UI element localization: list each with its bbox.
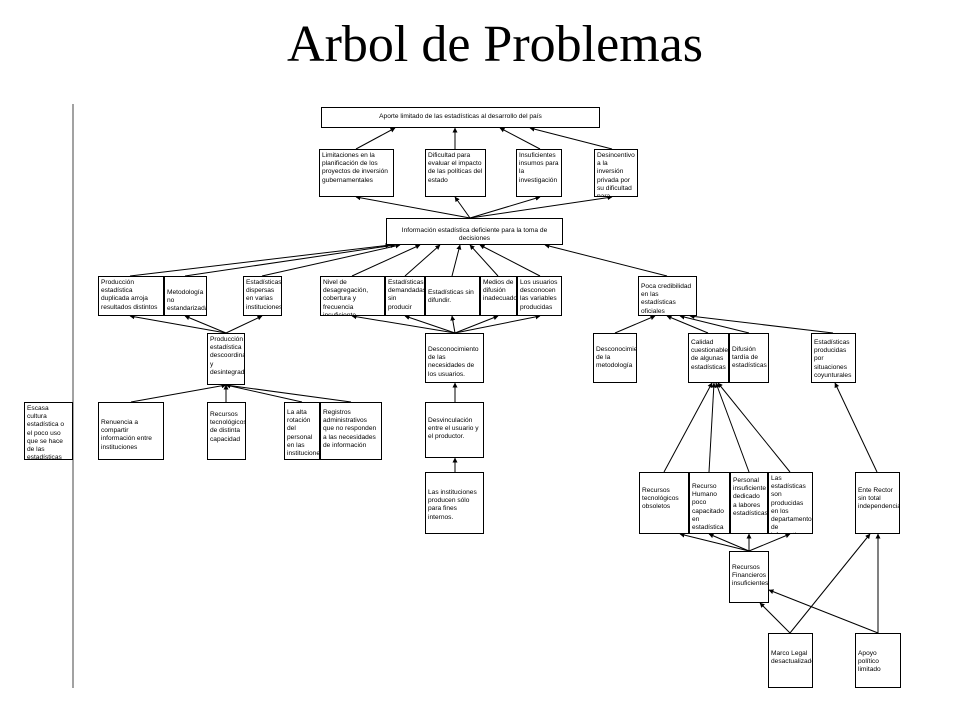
node-cause-1: Producción estadística duplicada arroja … <box>98 276 164 316</box>
connector-arrow <box>130 383 227 403</box>
node-cause-5: Estadísticas demandadas sin producir <box>385 276 425 316</box>
connector-arrow <box>789 533 871 634</box>
connector-arrow <box>759 602 791 634</box>
connector-arrow <box>768 589 879 634</box>
connector-arrow <box>529 126 613 150</box>
connector-arrow <box>717 382 791 473</box>
connector-arrow <box>469 195 613 219</box>
connector-arrow <box>129 314 227 334</box>
node-subcause-6: Estadísticas producidas por situaciones … <box>811 333 856 383</box>
connector-arrow <box>450 315 456 334</box>
connector-arrow <box>834 382 878 473</box>
node-finance-cause-1: Recursos tecnológicos obsoletos <box>639 472 689 534</box>
connector-arrow <box>355 195 471 219</box>
node-root-6: Las instituciones producen sólo para fin… <box>425 472 484 534</box>
page-title: Arbol de Problemas <box>287 16 703 73</box>
node-root-4: Registros administrativos que no respond… <box>320 402 382 460</box>
connector-arrow <box>499 127 541 150</box>
node-finance-cause-3: Personal insuficiente dedicado a labores… <box>730 472 768 534</box>
connector-arrow <box>614 315 656 334</box>
connector-arrow <box>404 315 456 334</box>
connector-arrow <box>129 243 391 277</box>
connector-arrow <box>261 243 401 277</box>
node-cause-9: Poca credibilidad en las estadísticas of… <box>638 276 697 316</box>
node-cause-3: Estadísticas dispersas en varias institu… <box>243 276 282 316</box>
node-political-support: Apoyo político limitado <box>855 633 901 688</box>
connector-arrow <box>351 244 421 277</box>
connector-arrow <box>544 243 668 277</box>
connector-arrow <box>454 315 499 334</box>
node-root-5: Desvinculación entre el usuario y el pro… <box>425 402 484 458</box>
node-effect-3: Insuficientes insumos para la investigac… <box>516 149 562 197</box>
node-effect-4: Desincentivo a la inversión privada por … <box>594 149 638 197</box>
connector-arrow <box>184 315 227 334</box>
node-top-effect: Aporte limitado de las estadísticas al d… <box>321 107 600 128</box>
connector-arrow <box>404 244 441 277</box>
connector-arrow <box>351 314 456 334</box>
node-cause-8: Los usuarios desconocen las variables pr… <box>517 276 562 316</box>
connector-arrow <box>479 244 541 277</box>
connector-arrow <box>708 382 717 473</box>
node-finance-cause-4: Las estadísticas son producidas en los d… <box>768 472 813 534</box>
node-side-note: Escasa cultura estadística o el poco uso… <box>24 402 73 460</box>
node-legal-framework: Marco Legal desactualizado <box>768 633 813 688</box>
node-subcause-4: Calidad cuestionable de algunas estadíst… <box>688 333 729 383</box>
connector-arrow <box>469 195 541 219</box>
node-subcause-3: Desconocimiento de la metodología <box>593 333 637 383</box>
node-root-3: La alta rotación del personal en las ins… <box>284 402 320 460</box>
node-effect-1: Limitaciones en la planificación de los … <box>319 149 394 197</box>
connector-arrow <box>715 382 750 473</box>
node-subcause-5: Difusión tardía de estadísticas <box>729 333 769 383</box>
connector-arrow <box>663 382 713 473</box>
node-cause-6: Estadísticas sin difundir. <box>425 276 480 316</box>
node-finance-cause-5: Ente Rector sin total independencia <box>855 472 900 534</box>
connector-arrow <box>355 127 396 150</box>
node-cause-4: Nivel de desagregación, cobertura y frec… <box>320 276 385 316</box>
connector-arrow <box>184 243 396 277</box>
connector-arrow <box>689 314 834 334</box>
connector-arrow <box>469 244 499 277</box>
node-subcause-2: Desconocimiento de las necesidades de lo… <box>425 333 484 383</box>
node-root-1: Renuencia a compartir información entre … <box>98 402 164 460</box>
connector-arrow <box>225 383 303 403</box>
connector-arrow <box>708 533 750 552</box>
node-subcause-1: Producción estadística descoordinada y d… <box>207 333 245 385</box>
connector-arrow <box>454 196 471 219</box>
connector-arrow <box>748 533 791 552</box>
node-cause-2: Metodología no estandarizada <box>164 276 207 316</box>
connector-arrow <box>225 383 352 403</box>
connector-arrow <box>454 314 541 334</box>
node-core-problem: Información estadística deficiente para … <box>386 218 563 245</box>
node-root-2: Recursos tecnológicos de distinta capaci… <box>207 402 246 460</box>
node-financial-resources: Recursos Financieros insuficientes <box>729 551 769 603</box>
connector-arrow <box>666 315 709 334</box>
node-cause-7: Medios de difusión inadecuados <box>480 276 517 316</box>
node-finance-cause-2: Recurso Humano poco capacitado en estadí… <box>689 472 730 534</box>
connector-arrow <box>679 532 750 552</box>
node-effect-2: Dificultad para evaluar el impacto de la… <box>425 149 486 197</box>
connector-arrow <box>225 315 263 334</box>
connector-arrow <box>451 244 462 277</box>
